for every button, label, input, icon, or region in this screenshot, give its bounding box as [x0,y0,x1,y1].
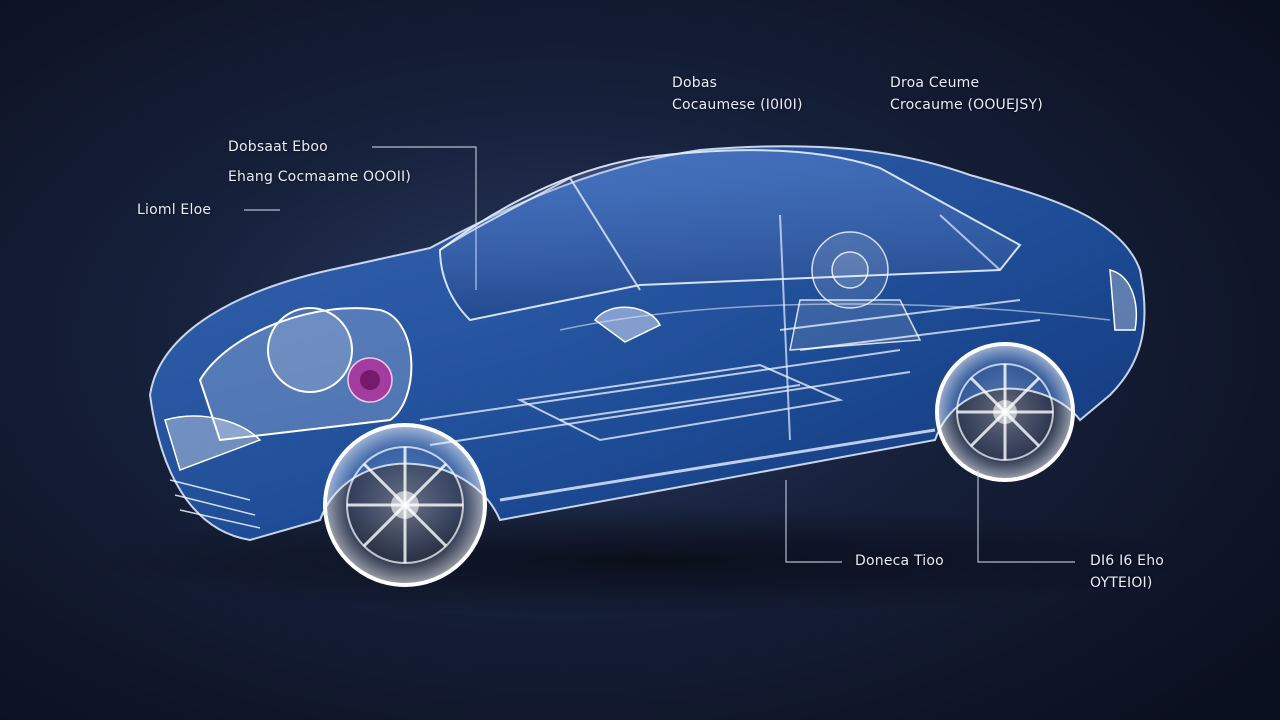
callout-top-right-title: Droa Ceume [890,75,980,91]
rocker-panel [499,428,936,502]
side-mirror [593,306,662,343]
rear-wheel [935,342,1075,482]
callout-top-right: Droa Ceume Crocaume (OOUEJSY) [890,72,1043,116]
callout-bottom-right-sub: OYTEIOI) [1090,575,1153,591]
callout-bottom-center: Doneca Tioo [855,550,944,572]
callout-top-center-title: Dobas [672,75,718,91]
callout-bottom-right-title: DI6 I6 Eho [1090,553,1165,569]
callout-bottom-right: DI6 I6 Eho OYTEIOI) [1090,550,1164,594]
callout-top-right-sub: Crocaume (OOUEJSY) [890,97,1043,113]
callout-upper-left-sub: Ehang Cocmaame OOOII) [228,169,412,185]
b-pillar [779,214,791,441]
engine-block [198,307,413,442]
leader-bottom-center [785,480,842,563]
callout-left-title: Lioml Eloe [137,202,212,218]
callout-bottom-center-title: Doneca Tioo [855,553,944,569]
tail-light [1109,269,1137,331]
callout-upper-left: Dobsaat Eboo Ehang Cocmaame OOOII) [228,136,411,188]
leader-bottom-right [977,470,1075,563]
callout-top-center: Dobas Cocaumese (I0I0I) [672,72,803,116]
callout-upper-left-title: Dobsaat Eboo [228,139,328,155]
callout-leaders [244,146,1075,563]
c-pillar [939,214,1001,271]
front-wheel [323,423,487,587]
front-grille [169,479,261,529]
chassis-frame [419,299,1041,446]
headlight [164,415,262,471]
rear-suspension [789,231,922,351]
callout-left: Lioml Eloe [137,199,211,221]
leader-upper-left [372,146,477,290]
callout-top-center-sub: Cocaumese (I0I0I) [672,97,803,113]
roof-glass [438,149,1022,322]
windshield-frame [439,176,641,291]
